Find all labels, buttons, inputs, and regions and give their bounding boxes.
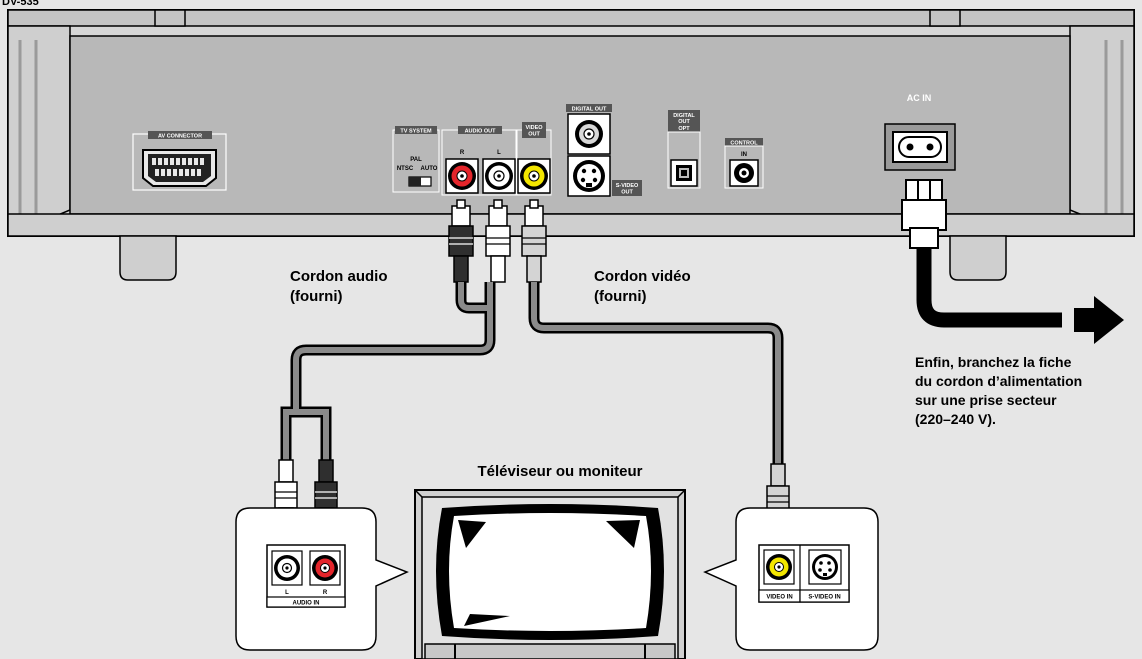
svg-text:OUT: OUT xyxy=(528,132,540,138)
model-label: DV-535 xyxy=(2,0,39,8)
svg-text:OUT: OUT xyxy=(678,119,690,125)
audio-cord-label-note: (fourni) xyxy=(290,288,342,305)
svg-text:L: L xyxy=(497,150,501,156)
svg-text:L: L xyxy=(285,590,289,596)
svideo-in-label: S-VIDEO IN xyxy=(808,595,840,601)
svg-text:PAL: PAL xyxy=(410,157,422,163)
svg-text:du cordon d’alimentation: du cordon d’alimentation xyxy=(915,373,1082,389)
tv-label: Téléviseur ou moniteur xyxy=(477,463,642,480)
audio-cable xyxy=(274,199,511,540)
video-in-label: VIDEO IN xyxy=(766,595,792,601)
svg-text:OUT: OUT xyxy=(621,190,633,196)
digital-optical-out: DIGITAL OUT OPT xyxy=(667,110,701,189)
svg-text:TV SYSTEM: TV SYSTEM xyxy=(400,129,432,135)
svg-text:S-VIDEO: S-VIDEO xyxy=(616,183,639,189)
power-cord xyxy=(901,179,1124,344)
audio-out-jacks: AUDIO OUT R L xyxy=(441,126,517,196)
audio-in-label: AUDIO IN xyxy=(293,601,320,607)
ac-in-socket: AC IN xyxy=(884,93,956,171)
svg-text:R: R xyxy=(460,150,465,156)
svg-text:DIGITAL OUT: DIGITAL OUT xyxy=(572,107,607,113)
svg-text:sur une prise secteur: sur une prise secteur xyxy=(915,392,1057,408)
svg-text:AUTO: AUTO xyxy=(421,166,438,172)
audio-in-callout: L R AUDIO IN xyxy=(235,507,409,651)
svg-text:AUDIO OUT: AUDIO OUT xyxy=(465,129,497,135)
digital-coax-svideo-out: DIGITAL OUT S-VIDEO OUT xyxy=(566,104,642,197)
video-in-callout: VIDEO IN S-VIDEO IN xyxy=(703,507,879,651)
svg-text:AC IN: AC IN xyxy=(907,93,932,103)
svg-text:Enfin, branchez la fiche: Enfin, branchez la fiche xyxy=(915,354,1072,370)
svg-text:VIDEO: VIDEO xyxy=(525,125,543,131)
video-out-jack: VIDEO OUT xyxy=(516,122,552,196)
svg-text:AV CONNECTOR: AV CONNECTOR xyxy=(158,134,202,140)
power-instruction: Enfin, branchez la fiche du cordon d’ali… xyxy=(915,354,1082,427)
right-foot xyxy=(949,235,1007,281)
svg-text:DIGITAL: DIGITAL xyxy=(673,113,695,119)
svg-text:NTSC: NTSC xyxy=(397,166,414,172)
audio-cord-label: Cordon audio xyxy=(290,268,388,285)
svg-text:R: R xyxy=(323,590,328,596)
left-foot xyxy=(119,235,177,281)
tv-system-switch: TV SYSTEM PAL NTSC AUTO xyxy=(392,126,440,193)
av-connector: AV CONNECTOR xyxy=(132,131,227,191)
svg-text:OPT: OPT xyxy=(678,126,690,132)
control-in-jack: CONTROL IN xyxy=(724,138,764,189)
svg-text:(220–240 V).: (220–240 V). xyxy=(915,411,996,427)
tv-monitor xyxy=(414,489,686,659)
video-cord-label-note: (fourni) xyxy=(594,288,646,305)
video-cord-label: Cordon vidéo xyxy=(594,268,691,285)
svg-text:CONTROL: CONTROL xyxy=(730,141,758,147)
svg-text:IN: IN xyxy=(741,152,747,158)
